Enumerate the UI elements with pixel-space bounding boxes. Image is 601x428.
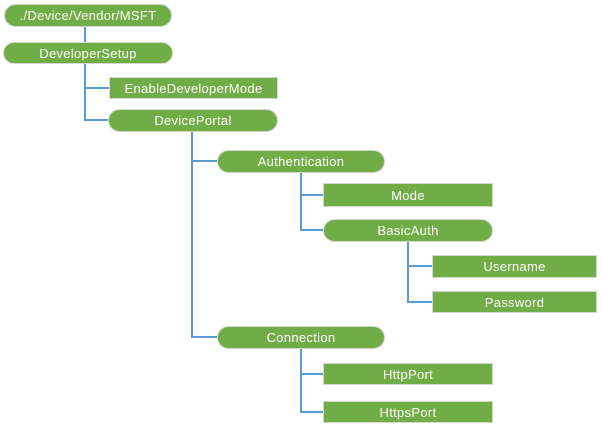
tree-node-password: Password (432, 291, 597, 313)
tree-node-connection: Connection (217, 326, 385, 349)
connector-deviceportal-trunk (191, 132, 193, 338)
tree-node-authentication: Authentication (217, 150, 385, 173)
connector-elbow-connection (191, 336, 217, 338)
connector-elbow-deviceportal (84, 119, 108, 121)
connector-msft-to-developersetup (84, 27, 86, 42)
tree-node-mode: Mode (323, 183, 493, 207)
connector-connection-trunk (300, 349, 302, 413)
connector-basicauth-trunk (407, 242, 409, 303)
tree-node-enabledevelopermode: EnableDeveloperMode (109, 77, 278, 99)
connector-elbow-basicauth (300, 229, 323, 231)
tree-node-deviceportal: DevicePortal (108, 109, 278, 132)
connector-authentication-trunk (300, 173, 302, 231)
connector-elbow-httpsport (300, 411, 323, 413)
connector-elbow-password (407, 301, 432, 303)
tree-node-basicauth: BasicAuth (323, 219, 493, 242)
connector-elbow-mode (300, 194, 323, 196)
connector-elbow-authentication (191, 160, 217, 162)
tree-node-httpport: HttpPort (323, 363, 493, 385)
connector-elbow-username (407, 265, 432, 267)
connector-elbow-enabledevelopermode (84, 87, 109, 89)
tree-node-developersetup: DeveloperSetup (3, 42, 173, 64)
connector-developersetup-trunk (84, 64, 86, 121)
tree-node-device-vendor-msft: ./Device/Vendor/MSFT (4, 4, 172, 27)
tree-node-httpsport: HttpsPort (323, 401, 493, 423)
tree-node-username: Username (432, 255, 597, 278)
connector-elbow-httpport (300, 373, 323, 375)
